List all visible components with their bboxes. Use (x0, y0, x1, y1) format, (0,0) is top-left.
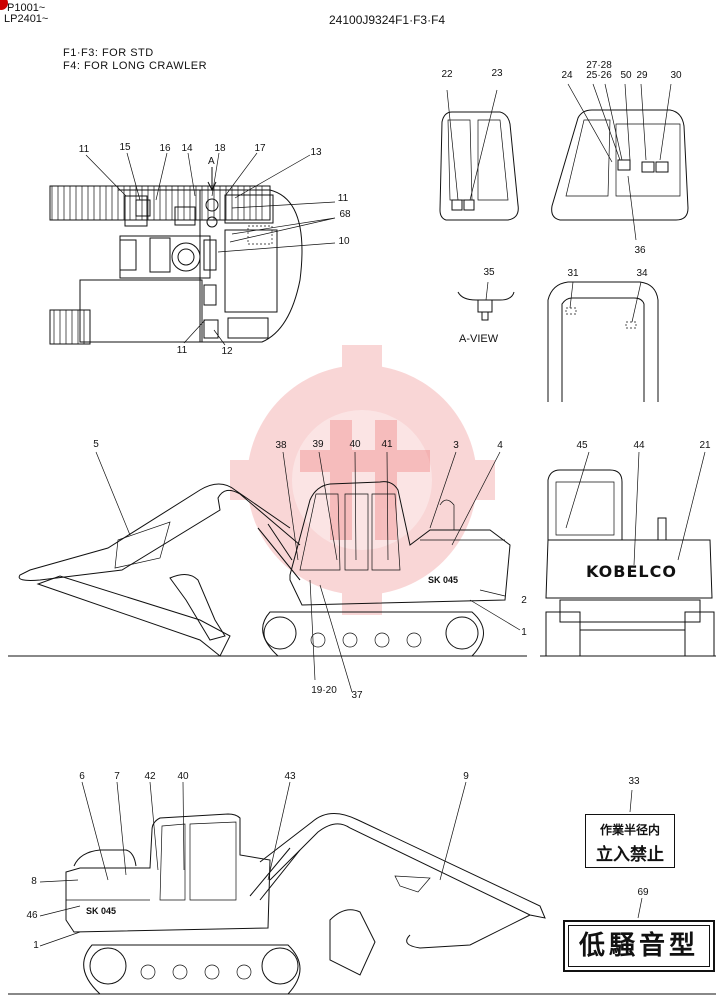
serial-range-1: P1001~ (7, 2, 46, 14)
callout-42: 42 (144, 771, 156, 782)
callout-45: 45 (576, 440, 588, 451)
kobelco-rear-decal: KOBELCO (586, 562, 677, 581)
callout-50: 50 (620, 70, 632, 81)
arrow-a-label: A (208, 156, 215, 167)
callout-40-mid: 40 (349, 439, 361, 450)
callout-21: 21 (699, 440, 711, 451)
callout-11-top: 11 (78, 144, 90, 155)
callout-8: 8 (31, 876, 37, 887)
sign-no-entry-line2: 立入禁止 (596, 845, 664, 865)
callout-34: 34 (636, 268, 648, 279)
callout-16: 16 (159, 143, 171, 154)
side-view-left-drawing (8, 451, 527, 693)
callout-14: 14 (181, 143, 193, 154)
callout-37: 37 (351, 690, 363, 701)
side-view-right-drawing (8, 781, 716, 995)
a-view-drawing (457, 281, 659, 402)
callout-27-28: 27·28 (586, 60, 612, 71)
callout-17: 17 (254, 143, 266, 154)
callout-6: 6 (79, 771, 85, 782)
callout-30: 30 (670, 70, 682, 81)
callout-1-mid: 1 (521, 627, 527, 638)
top-view-drawing (49, 152, 336, 346)
callout-38: 38 (275, 440, 287, 451)
callout-13: 13 (310, 147, 322, 158)
callout-29: 29 (636, 70, 648, 81)
callout-35: 35 (483, 267, 495, 278)
cab-views-drawing (439, 83, 689, 241)
callout-44: 44 (633, 440, 645, 451)
callout-15: 15 (119, 142, 131, 153)
callout-33: 33 (628, 776, 640, 787)
callout-4: 4 (497, 440, 503, 451)
callout-43: 43 (284, 771, 296, 782)
callout-22: 22 (441, 69, 453, 80)
callout-7: 7 (114, 771, 120, 782)
sign-low-noise-text: 低騒音型 (578, 931, 699, 961)
note-std: F1·F3: FOR STD (63, 47, 154, 59)
callout-46: 46 (26, 910, 38, 921)
callout-69: 69 (637, 887, 649, 898)
callout-39: 39 (312, 439, 324, 450)
callout-18: 18 (214, 143, 226, 154)
callout-23: 23 (491, 68, 503, 79)
callout-40-bottom: 40 (177, 771, 189, 782)
callout-10: 10 (338, 236, 350, 247)
serial-range-2: LP2401~ (4, 13, 49, 25)
callout-68: 68 (339, 209, 351, 220)
a-view-label: A-VIEW (459, 333, 499, 345)
callout-36: 36 (634, 245, 646, 256)
callout-11-right: 11 (337, 193, 349, 204)
sign-no-entry: 作業半径内 立入禁止 (585, 814, 675, 868)
callout-25-26: 25·26 (586, 70, 612, 81)
rear-view-drawing (540, 451, 716, 657)
callout-12: 12 (221, 346, 233, 357)
callout-11-bottom: 11 (176, 345, 188, 356)
sign-low-noise: 低騒音型 (563, 920, 715, 972)
model-decal-middle: SK 045 (428, 575, 459, 585)
callout-1-bottom: 1 (33, 940, 39, 951)
callout-5: 5 (93, 439, 99, 450)
corner-badge (0, 0, 8, 10)
note-long-crawler: F4: FOR LONG CRAWLER (63, 60, 208, 72)
callout-9: 9 (463, 771, 469, 782)
part-code: 24100J9324F1·F3·F4 (329, 13, 446, 27)
model-decal-bottom: SK 045 (86, 906, 117, 916)
callout-31: 31 (567, 268, 579, 279)
callout-19-20: 19·20 (311, 685, 337, 696)
callout-3: 3 (453, 440, 459, 451)
callout-2: 2 (521, 595, 527, 606)
callout-24: 24 (561, 70, 573, 81)
callout-41: 41 (381, 439, 393, 450)
sign-no-entry-line1: 作業半径内 (599, 823, 660, 837)
